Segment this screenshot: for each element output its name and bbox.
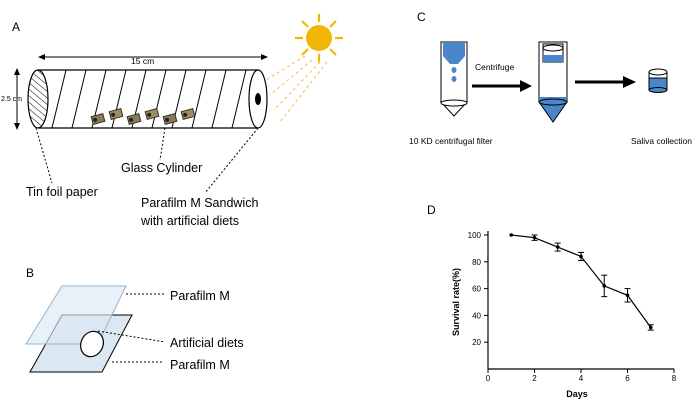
filter-tube-1: [439, 41, 469, 117]
data-point: [648, 325, 653, 330]
artificial-diets-label: Artificial diets: [170, 336, 244, 350]
x-tick-label: 6: [625, 374, 630, 383]
tin-foil-end: [27, 69, 49, 129]
panel-c-label: C: [417, 10, 426, 24]
length-arrow: [38, 54, 268, 60]
insects: [90, 107, 196, 126]
y-tick-label: 60: [472, 285, 481, 294]
data-point: [625, 293, 630, 298]
panel-a-label: A: [12, 20, 21, 34]
panel-b-label: B: [26, 266, 35, 280]
data-point: [555, 245, 560, 249]
parafilm-sandwich-label-2: with artificial diets: [141, 214, 239, 228]
diameter-label: 2.5 cm: [1, 96, 23, 103]
survival-line: [511, 234, 652, 328]
parafilm-bottom-label: Parafilm M: [170, 358, 230, 372]
y-tick-label: 40: [472, 311, 481, 320]
x-tick-label: 2: [532, 374, 537, 383]
leader-lines: [35, 127, 259, 194]
data-point: [579, 254, 583, 259]
saliva-label: Saliva collection: [631, 136, 692, 146]
data-point: [509, 233, 514, 237]
filter-tube-2: [538, 41, 568, 123]
centrifuge-arrow: [472, 80, 532, 92]
length-label: 15 cm: [131, 56, 155, 66]
x-axis-title: Days: [566, 389, 588, 399]
data-point: [532, 235, 537, 240]
x-tick-label: 4: [579, 374, 584, 383]
collection-arrow: [575, 76, 636, 88]
light-rays: [265, 55, 328, 123]
y-axis-title: Survival rate(%): [451, 268, 461, 336]
tin-foil-label: Tin foil paper: [26, 185, 98, 199]
saliva-cup: [648, 68, 668, 93]
y-tick-label: 20: [472, 338, 481, 347]
sun-icon: [295, 14, 343, 62]
centrifuge-label: Centrifuge: [475, 62, 515, 72]
y-tick-label: 80: [472, 258, 481, 267]
x-tick-label: 8: [672, 374, 677, 383]
diameter-arrow: [14, 68, 20, 130]
y-tick-label: 100: [468, 231, 482, 240]
glass-cylinder-label: Glass Cylinder: [121, 161, 203, 175]
parafilm-top-label: Parafilm M: [170, 289, 230, 303]
x-tick-label: 0: [486, 374, 491, 383]
diet-ellipse: [80, 330, 104, 358]
data-point: [602, 284, 607, 288]
parafilm-sandwich-label-1: Parafilm M Sandwich: [141, 196, 259, 210]
panel-d-label: D: [427, 203, 436, 217]
filter-label: 10 KD centrifugal filter: [409, 136, 493, 146]
